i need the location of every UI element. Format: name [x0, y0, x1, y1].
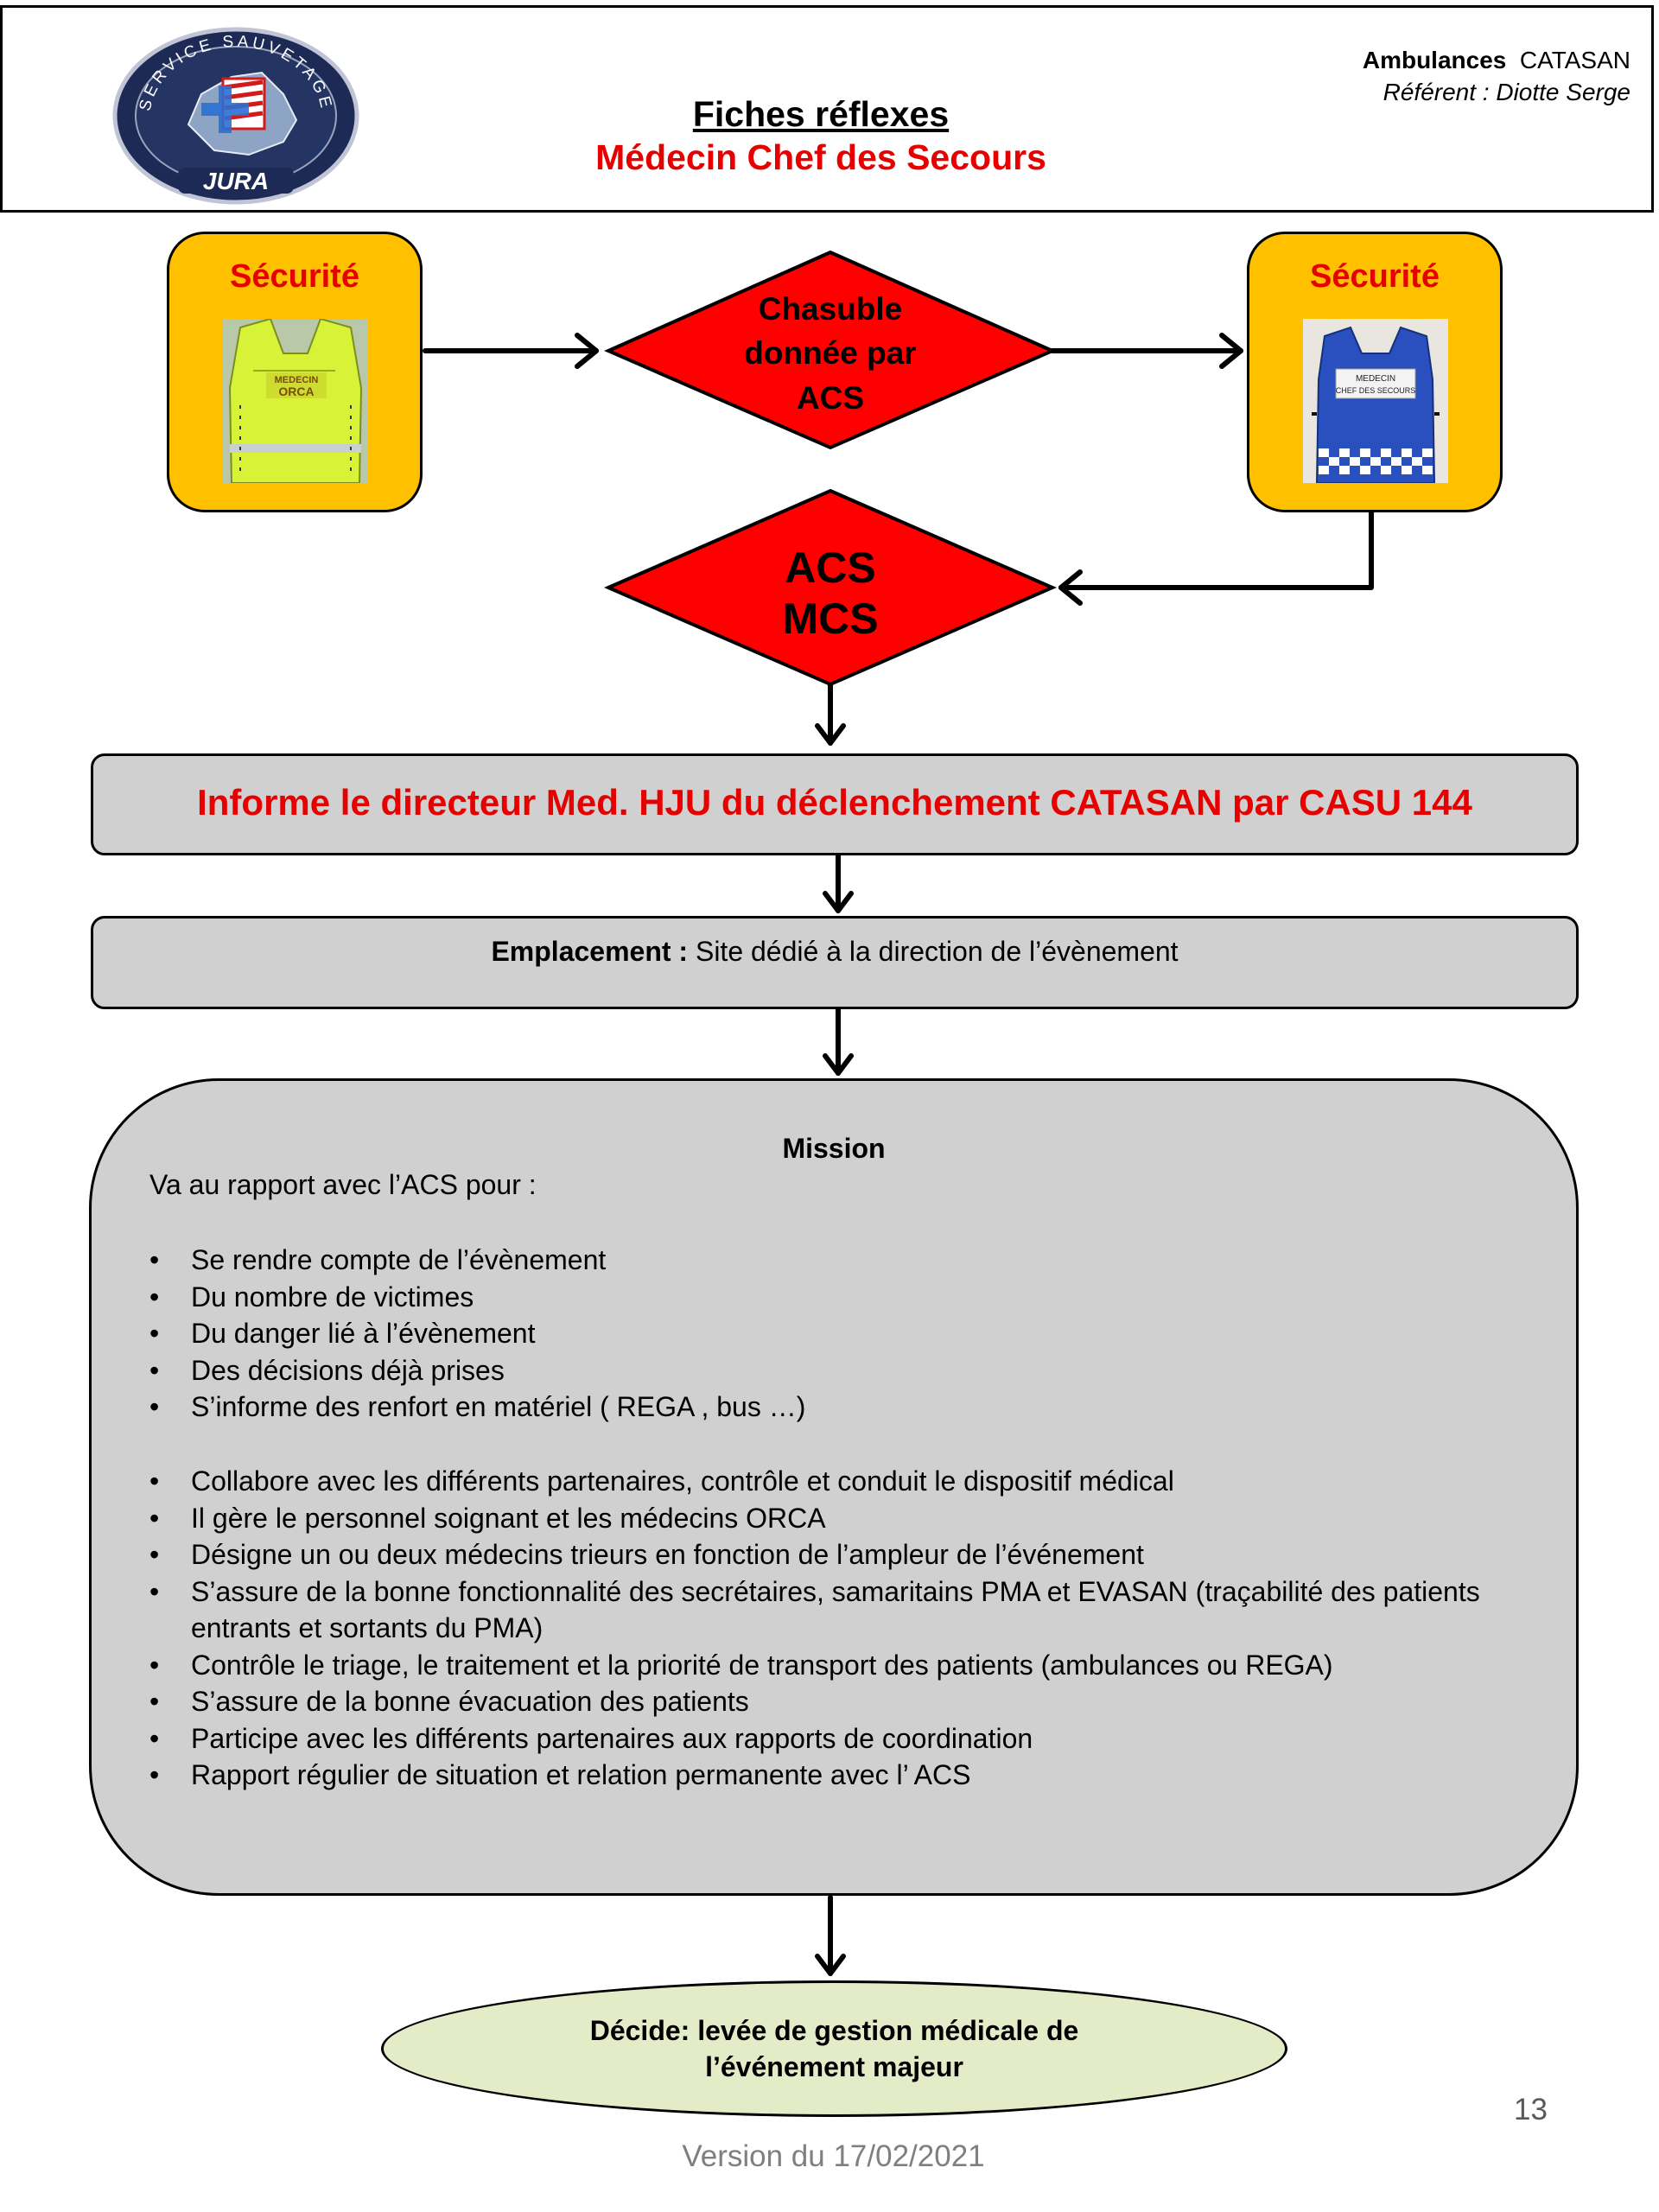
mission-panel: Mission Va au rapport avec l’ACS pour : …: [89, 1078, 1579, 1896]
diamond-roles-line-1: ACS: [785, 543, 876, 592]
step-location: Emplacement : Site dédié à la direction …: [91, 916, 1579, 1009]
mission-title: Mission: [782, 1133, 886, 1164]
page-title: Fiches réflexes: [692, 94, 950, 134]
yellow-vest-text-2: ORCA: [278, 385, 314, 398]
mission-list-assessment: Se rendre compte de l’évènement Du nombr…: [149, 1242, 1541, 1426]
arrow-security-to-roles: [1058, 490, 1374, 590]
organization-info: Ambulances CATASAN Référent : Diotte Ser…: [1363, 44, 1630, 108]
decision-line-1: Décide: levée de gestion médicale de: [589, 2015, 1079, 2046]
list-item: Se rendre compte de l’évènement: [149, 1242, 1541, 1279]
list-item: S’informe des renfort en matériel ( REGA…: [149, 1389, 1541, 1426]
blue-vest-image: MEDECIN CHEF DES SECOURS: [1303, 319, 1448, 483]
diamond-vest-line-2: donnée par: [744, 335, 916, 371]
yellow-vest-image: MEDECIN ORCA: [223, 319, 368, 483]
mission-intro: Va au rapport avec l’ACS pour :: [149, 1169, 537, 1200]
service-sauvetage-jura-logo: SERVICE SAUVETAGE JURA: [112, 27, 359, 205]
referent-label: Référent : Diotte Serge: [1382, 79, 1630, 105]
page-title-block: Fiches réflexes Médecin Chef des Secours: [484, 93, 1158, 180]
step-inform-director: Informe le directeur Med. HJU du déclenc…: [91, 753, 1579, 855]
organization-name: Ambulances CATASAN: [1362, 47, 1630, 73]
list-item: Du danger lié à l’évènement: [149, 1315, 1541, 1352]
decision-line-2: l’événement majeur: [705, 2051, 963, 2082]
list-item: Il gère le personnel soignant et les méd…: [149, 1500, 1541, 1537]
mission-list-actions: Collabore avec les différents partenaire…: [149, 1463, 1541, 1794]
security-box-right: Sécurité MEDECIN CHEF DES SECOURS: [1247, 232, 1503, 512]
diamond-vest-line-3: ACS: [797, 380, 864, 416]
list-item: S’assure de la bonne fonctionnalité des …: [149, 1573, 1541, 1647]
diamond-roles-line-2: MCS: [782, 594, 878, 643]
blue-vest-text-1: MEDECIN: [1356, 374, 1395, 384]
security-label-right: Sécurité: [1310, 258, 1440, 295]
yellow-vest-text-1: MEDECIN: [275, 375, 319, 385]
security-label-left: Sécurité: [230, 258, 359, 295]
arrowhead-location-to-mission: [823, 1053, 854, 1076]
logo-bottom-text: JURA: [203, 168, 269, 194]
header-box: SERVICE SAUVETAGE JURA Ambulances CATASA…: [0, 5, 1654, 213]
arrowhead-security-to-vest: [575, 333, 599, 369]
list-item: Des décisions déjà prises: [149, 1352, 1541, 1389]
location-value: Site dédié à la direction de l’évènement: [688, 936, 1179, 967]
inform-director-text: Informe le directeur Med. HJU du déclenc…: [197, 782, 1472, 823]
list-item: Contrôle le triage, le traitement et la …: [149, 1647, 1541, 1684]
diamond-roles: [603, 488, 1058, 687]
decision-ellipse: Décide: levée de gestion médicale de l’é…: [381, 1980, 1287, 2117]
list-item: S’assure de la bonne évacuation des pati…: [149, 1683, 1541, 1720]
arrowhead-roles-to-inform: [815, 723, 846, 746]
diamond-vest-line-1: Chasuble: [759, 291, 903, 327]
diamond-vest-given: [604, 250, 1057, 450]
list-item: Rapport régulier de situation et relatio…: [149, 1757, 1541, 1794]
arrowhead-vest-to-security: [1219, 333, 1243, 369]
decision-text: Décide: levée de gestion médicale de l’é…: [384, 2012, 1285, 2085]
list-item: Désigne un ou deux médecins trieurs en f…: [149, 1536, 1541, 1573]
page-number: 13: [1514, 2093, 1548, 2126]
version-label: Version du 17/02/2021: [682, 2139, 985, 2173]
list-item: Du nombre de victimes: [149, 1279, 1541, 1316]
location-text: Emplacement : Site dédié à la direction …: [93, 936, 1576, 968]
list-item: Collabore avec les différents partenaire…: [149, 1463, 1541, 1500]
security-box-left: Sécurité MEDECIN ORCA: [167, 232, 423, 512]
arrowhead-security-to-roles: [1058, 569, 1083, 606]
location-label: Emplacement :: [491, 936, 689, 967]
blue-vest-text-2: CHEF DES SECOURS: [1336, 386, 1416, 395]
arrowhead-mission-to-decision: [815, 1954, 846, 1976]
list-item: Participe avec les différents partenaire…: [149, 1720, 1541, 1758]
page-subtitle: Médecin Chef des Secours: [595, 137, 1046, 177]
arrowhead-inform-to-location: [823, 891, 854, 913]
